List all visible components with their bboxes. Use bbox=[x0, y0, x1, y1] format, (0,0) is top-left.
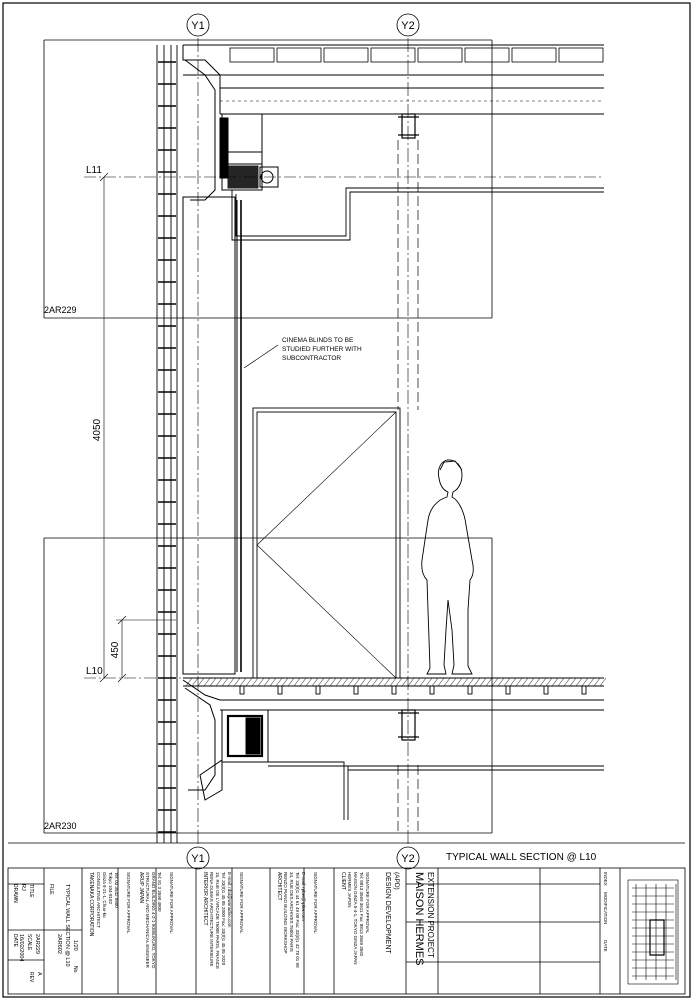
human-figure bbox=[421, 459, 474, 675]
raised-floor-pedestals bbox=[239, 685, 587, 695]
tb-architect-label: ARCHITECT bbox=[276, 872, 282, 901]
tb-index-label: INDEX bbox=[603, 872, 608, 886]
grid-label-y1-bottom: Y1 bbox=[191, 853, 204, 865]
dimension-sill: 450 bbox=[110, 641, 121, 658]
tb-title-label: TITLE bbox=[28, 884, 34, 898]
grid-label-y1-top: Y1 bbox=[191, 20, 204, 32]
lower-ceiling bbox=[230, 761, 604, 820]
tb-rev-label: REV bbox=[28, 972, 34, 983]
tb-interior-column: INTERIOR ARCHITECT RENA DUMAS ARCHITECTU… bbox=[202, 872, 244, 969]
tb-engineer-line-1: GRAND BUILDING 4-2-1 IKEBUKURO, TOKYO bbox=[151, 872, 156, 969]
section-ref-upper: 2AR229 bbox=[44, 305, 77, 315]
tb-interior-line-2: Tel: 33(0)1 45 05 2000 Fax: 33(0)1 45 05… bbox=[221, 872, 226, 966]
grid-lines bbox=[197, 38, 409, 848]
tb-engineer-line-2: Tel: 81 3 3590 4800 bbox=[157, 872, 162, 912]
tb-file-label: FILE bbox=[48, 884, 54, 895]
tb-client-line-0: HERMES JAPON bbox=[347, 872, 352, 908]
tb-contractor-line-4: SIGNATURE FOR APPROVAL bbox=[126, 872, 131, 934]
upper-ceiling bbox=[231, 187, 604, 241]
tb-contractor-line-1: Ginza 8-21-1, Chuo-ku bbox=[102, 872, 107, 918]
drawing-title: TYPICAL WALL SECTION @ L10 bbox=[446, 852, 597, 863]
tb-interior-line-1: 15, RUE DE L'ARCADE 75008 PARIS, FRANCE bbox=[215, 872, 220, 969]
blind-leader bbox=[243, 344, 279, 369]
upper-floor-tiles bbox=[229, 47, 604, 63]
tb-scale-value: 1/20 bbox=[72, 940, 78, 951]
tb-client-line-2: Tel: 8813 3569 3611 Fax: 8813 3569 3592 bbox=[359, 872, 364, 957]
tb-architect-line-4: SIGNATURE FOR APPROVAL bbox=[313, 872, 318, 934]
blind-note-line3: SUBCONTRACTOR bbox=[282, 355, 341, 362]
section-ref-lower: 2AR230 bbox=[44, 821, 77, 831]
tb-engineer-line-3: SIGNATURE FOR APPROVAL bbox=[169, 872, 174, 934]
level-label-l11: L11 bbox=[86, 165, 102, 176]
dimension-height: 4050 bbox=[92, 418, 103, 441]
facade-joints bbox=[158, 61, 176, 833]
tb-no-label: No. bbox=[72, 966, 78, 974]
column-outline bbox=[397, 140, 419, 833]
tb-drawn-label: DRAWN bbox=[12, 884, 18, 903]
tb-drawn-column: DRAWN RJ TITLE DATE 16/02/2004 SCALE 2AR… bbox=[12, 884, 78, 983]
blind-note-line2: STUDIED FURTHER WITH bbox=[282, 346, 362, 353]
tb-scale-label: SCALE bbox=[26, 934, 32, 951]
tb-client-line-3: SIGNATURE FOR APPROVAL bbox=[365, 872, 370, 934]
tb-contractor-line-3: Tel: 03 3542 0900 bbox=[114, 872, 119, 908]
lower-steel-beam bbox=[398, 709, 419, 741]
dimension-lines bbox=[99, 172, 176, 683]
level-lines bbox=[84, 176, 604, 679]
tb-title-value: TYPICAL WALL SECTION @ L10 bbox=[64, 884, 70, 967]
tb-architect-line-1: 34, RUE DES ARCHIVES 75004 PARIS bbox=[289, 872, 294, 952]
tb-client-line-1: MAISON GINZA 5-4-1, TOKYO GINZA JAPAN bbox=[353, 872, 358, 965]
tb-file-value: 2AR602 bbox=[56, 934, 62, 954]
tb-stage-line2: (APD) bbox=[393, 872, 400, 890]
tb-engineer-label: ARUP JAPAN bbox=[138, 872, 144, 903]
tb-project-line1: MAISON HERMES bbox=[413, 872, 425, 966]
tb-interior-line-4: SIGNATURE FOR APPROVAL bbox=[239, 872, 244, 934]
key-plan bbox=[627, 879, 679, 985]
upper-facade-bracket bbox=[184, 59, 279, 201]
tb-no-value: 2AR229 bbox=[34, 934, 40, 954]
tb-interior-line-0: RENA DUMAS ARCHITECTURE INTERIEURE bbox=[209, 872, 214, 967]
tb-architect-line-3: E-mail: rpbw@rpbw.com bbox=[301, 872, 306, 921]
tb-client-column: CLIENT HERMES JAPON MAISON GINZA 5-4-1, … bbox=[340, 872, 370, 965]
grid-bubbles bbox=[186, 13, 420, 870]
lower-floor-hatch bbox=[185, 677, 607, 687]
tb-project-line2: EXTENSION PROJECT bbox=[426, 872, 435, 958]
tb-revision-column: INDEX MODIFICATION DATE bbox=[603, 872, 608, 952]
glass-block-facade bbox=[156, 45, 178, 843]
tb-engineer-line-0: STRUCTURAL AND MECHANICAL ENGINEER bbox=[145, 872, 150, 969]
tb-drawn-value: RJ bbox=[20, 884, 26, 891]
blind-note-line1: CINEMA BLINDS TO BE bbox=[282, 337, 354, 344]
tb-contractor-line-2: Tokyo 104-8182 bbox=[108, 872, 113, 905]
tb-contractor-line-0: CONSULTING ARCHITECT bbox=[96, 872, 101, 928]
tb-date-label: DATE bbox=[12, 934, 18, 948]
tb-date-value: 16/02/2004 bbox=[18, 934, 24, 962]
cinema-blind bbox=[182, 196, 242, 675]
title-block bbox=[7, 867, 686, 995]
tb-interior-label: INTERIOR ARCHITECT bbox=[202, 872, 208, 926]
level-label-l10: L10 bbox=[86, 666, 103, 677]
upper-floor-slab bbox=[182, 44, 604, 115]
grid-label-y2-top: Y2 bbox=[401, 20, 414, 32]
tb-architect-line-0: RENZO PIANO BUILDING WORKSHOP bbox=[283, 872, 288, 954]
tb-contractor-label: TAKENAKA CORPORATION bbox=[88, 872, 94, 937]
tb-interior-line-3: E-mail: rdai@wanadoo.com bbox=[227, 872, 232, 928]
tb-client-label: CLIENT bbox=[340, 872, 346, 890]
tb-architect-line-2: Tel: 33(0)1 44 61 49 00 Fax: 33(0)1 42 7… bbox=[295, 872, 300, 968]
drawing-frame bbox=[8, 39, 685, 844]
tb-date2-label: DATE bbox=[603, 940, 608, 952]
tb-modification-label: MODIFICATION bbox=[603, 892, 608, 924]
door-elevation bbox=[252, 407, 401, 679]
tb-engineer-column: ARUP JAPAN STRUCTURAL AND MECHANICAL ENG… bbox=[138, 872, 174, 969]
tb-contractor-column: TAKENAKA CORPORATION CONSULTING ARCHITEC… bbox=[88, 872, 131, 937]
tb-project-column: DESIGN DEVELOPMENT (APD) MAISON HERMES E… bbox=[384, 872, 435, 966]
tb-rev-value: A bbox=[36, 972, 42, 976]
grid-label-y2-bottom: Y2 bbox=[401, 853, 414, 865]
tb-stage-line1: DESIGN DEVELOPMENT bbox=[384, 872, 391, 954]
lower-facade-bracket bbox=[184, 687, 269, 801]
upper-steel-beam bbox=[398, 113, 419, 139]
tb-architect-column: ARCHITECT RENZO PIANO BUILDING WORKSHOP … bbox=[276, 872, 318, 968]
